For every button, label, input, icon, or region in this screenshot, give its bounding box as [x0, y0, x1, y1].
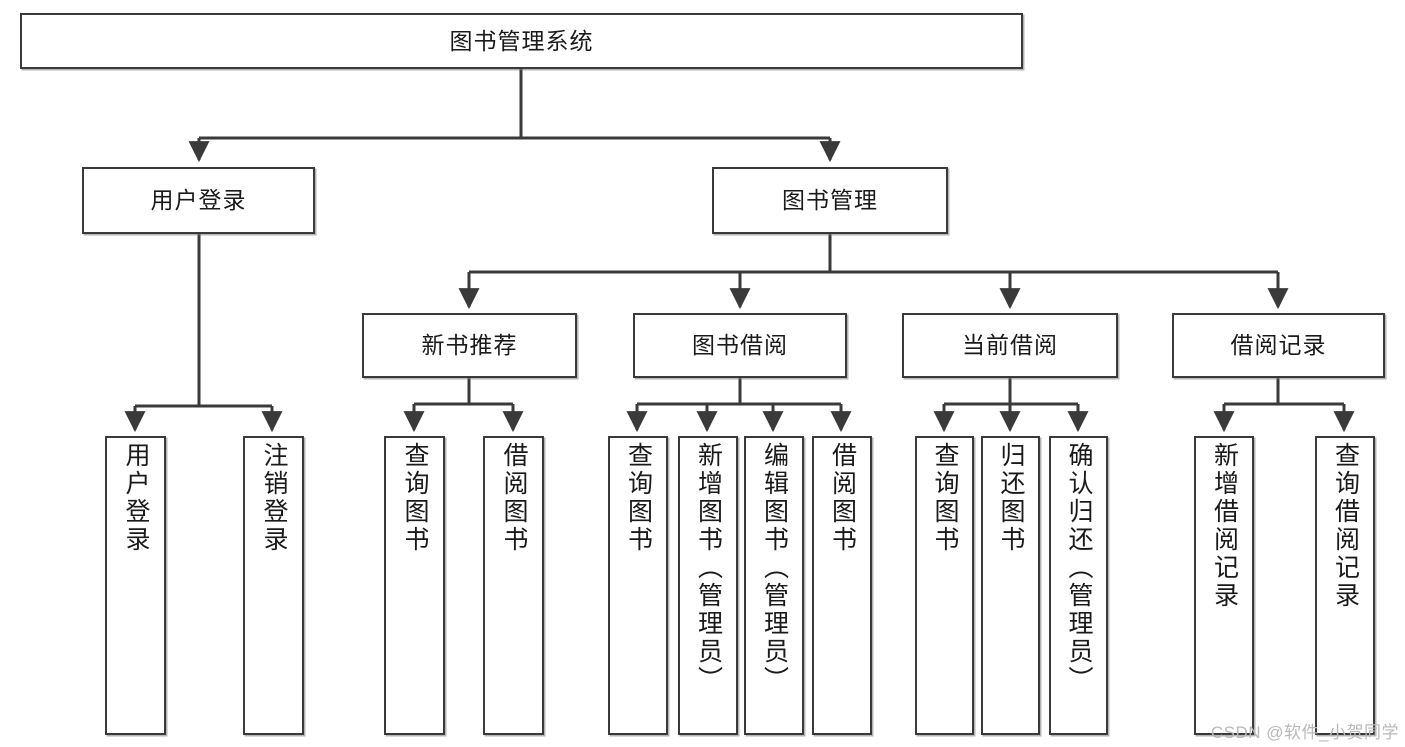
node-label: 借阅图书 — [500, 442, 528, 554]
node-label: 查询图书 — [401, 442, 429, 554]
leaf-return-book[interactable]: 归还图书 — [981, 436, 1040, 735]
node-label: 当前借阅 — [962, 332, 1058, 359]
node-root-book-management-system[interactable]: 图书管理系统 — [20, 13, 1023, 69]
node-label: 编辑图书（管理员） — [760, 442, 789, 694]
node-label: 查询图书 — [624, 442, 653, 554]
node-label: 用户登录 — [122, 442, 150, 554]
node-label: 查询借阅记录 — [1331, 442, 1360, 610]
leaf-confirm-return-admin[interactable]: 确认归还（管理员） — [1049, 436, 1108, 735]
leaf-add-book-admin[interactable]: 新增图书（管理员） — [678, 436, 738, 735]
leaf-borrow-book-recommend[interactable]: 借阅图书 — [483, 436, 544, 735]
node-user-login[interactable]: 用户登录 — [82, 167, 315, 234]
leaf-query-borrow-record[interactable]: 查询借阅记录 — [1315, 436, 1375, 735]
node-label: 用户登录 — [150, 187, 247, 214]
node-label: 借阅记录 — [1230, 332, 1327, 359]
leaf-borrow-book[interactable]: 借阅图书 — [812, 436, 872, 735]
node-label: 查询图书 — [931, 442, 959, 554]
node-label: 注销登录 — [260, 442, 288, 554]
node-book-management[interactable]: 图书管理 — [712, 167, 948, 234]
node-label: 图书管理系统 — [449, 27, 594, 54]
node-label: 借阅图书 — [828, 442, 857, 554]
leaf-logout[interactable]: 注销登录 — [243, 436, 304, 735]
node-label: 图书管理 — [782, 187, 878, 214]
leaf-query-book-current[interactable]: 查询图书 — [915, 436, 974, 735]
leaf-edit-book-admin[interactable]: 编辑图书（管理员） — [744, 436, 804, 735]
node-book-borrowing[interactable]: 图书借阅 — [633, 313, 847, 378]
watermark: CSDN @软件_小贺同学 — [1210, 723, 1399, 742]
node-label: 新增借阅记录 — [1210, 442, 1239, 610]
node-label: 新增图书（管理员） — [694, 442, 723, 694]
node-label: 图书借阅 — [692, 332, 788, 359]
leaf-add-borrow-record[interactable]: 新增借阅记录 — [1194, 436, 1254, 735]
node-current-borrowing[interactable]: 当前借阅 — [902, 313, 1118, 378]
leaf-user-login[interactable]: 用户登录 — [105, 436, 166, 735]
node-borrowing-record[interactable]: 借阅记录 — [1172, 313, 1385, 378]
leaf-query-book-recommend[interactable]: 查询图书 — [384, 436, 445, 735]
node-label: 归还图书 — [997, 442, 1025, 554]
node-label: 确认归还（管理员） — [1065, 442, 1093, 694]
node-new-book-recommendation[interactable]: 新书推荐 — [362, 313, 577, 378]
node-label: 新书推荐 — [421, 332, 518, 359]
leaf-query-book-borrow[interactable]: 查询图书 — [608, 436, 668, 735]
